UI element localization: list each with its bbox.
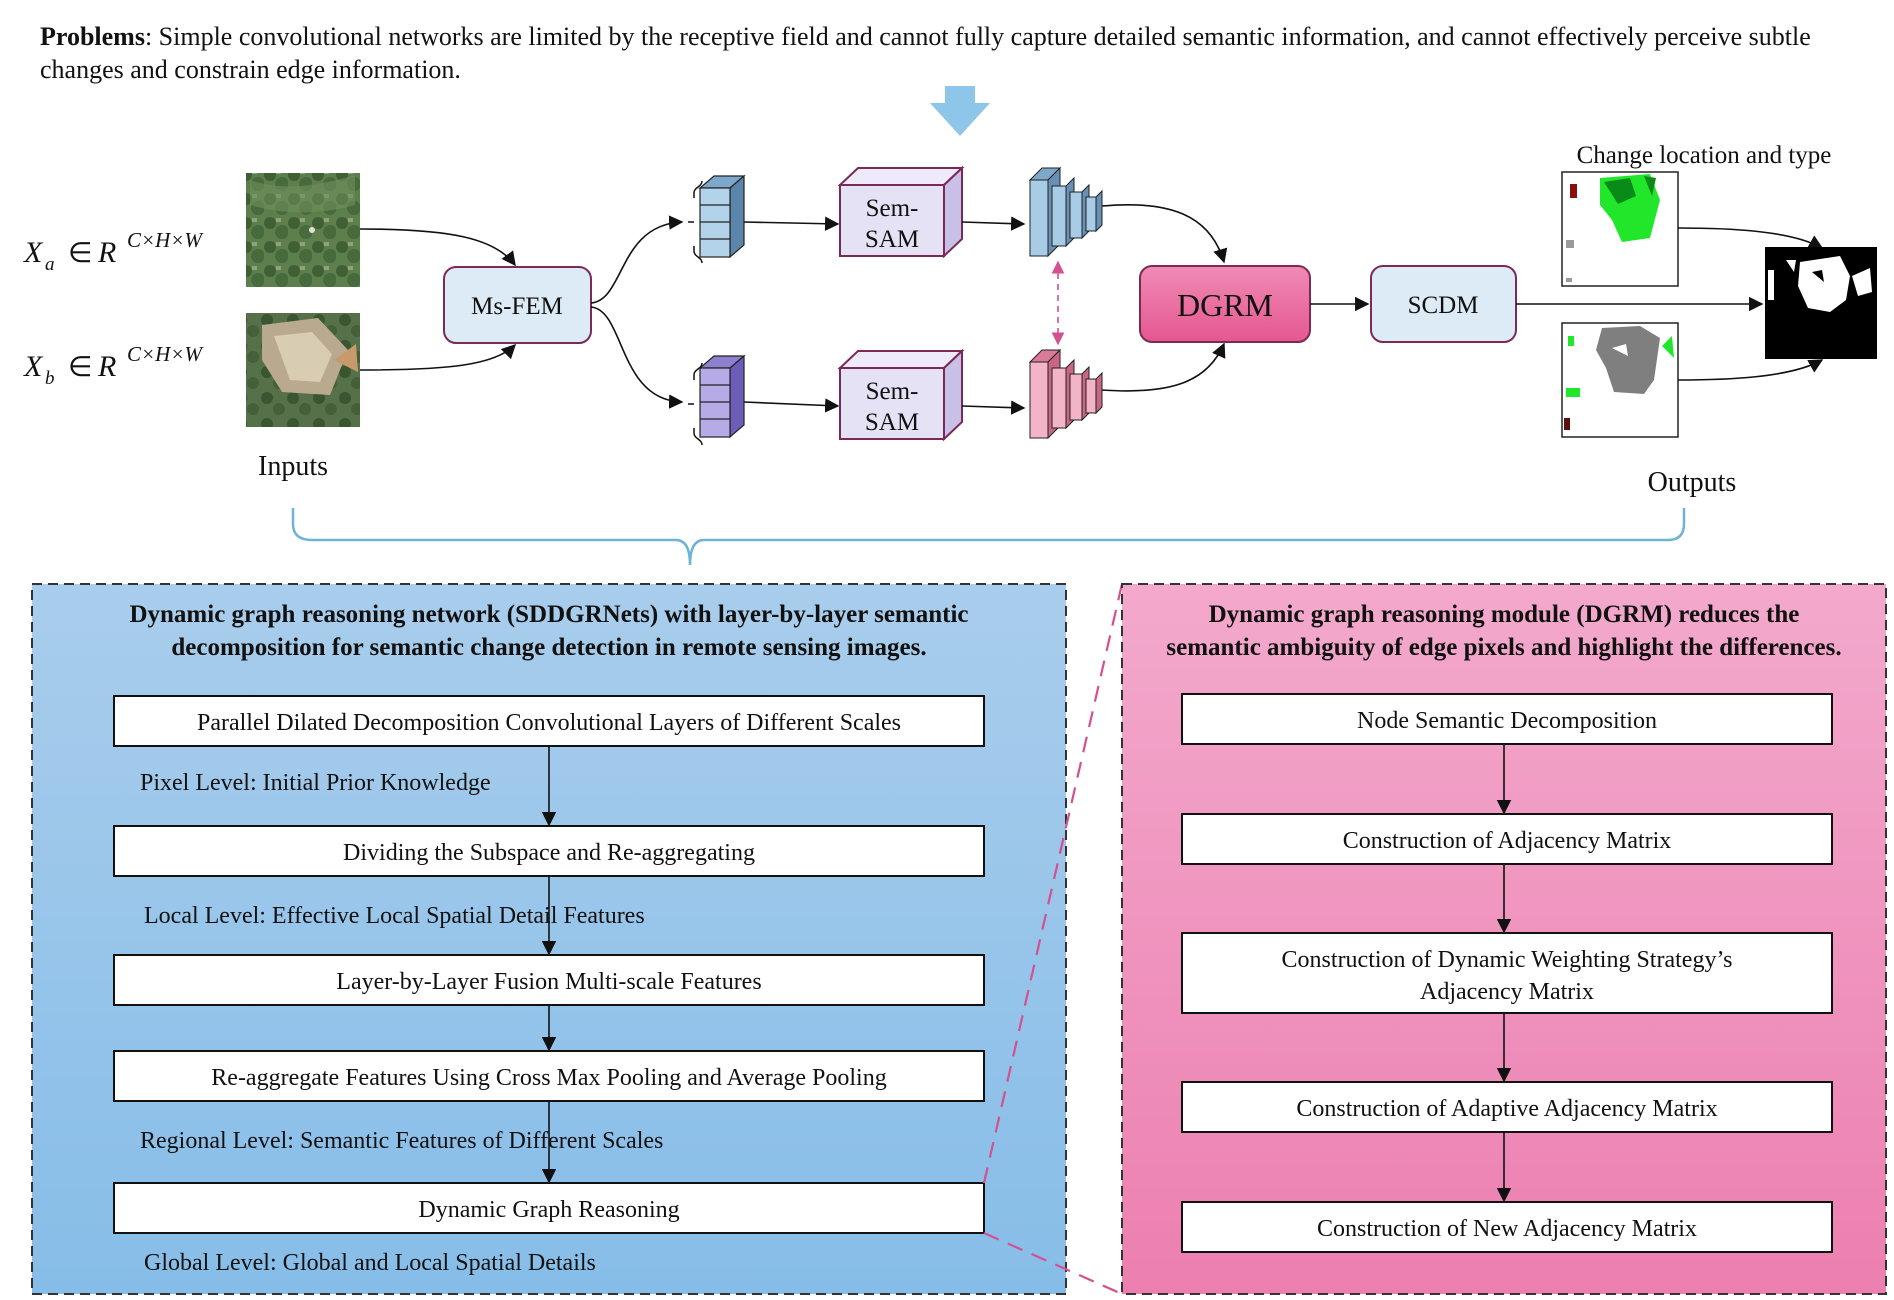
edge-sam-top-to-maps [961, 216, 1026, 231]
left-level-pixel: Pixel Level: Initial Prior Knowledge [140, 770, 491, 796]
edge-top-stack-to-sam [743, 216, 840, 231]
sem-sam-bottom-node: Sem- SAM [837, 348, 965, 442]
overview-brace [291, 508, 1686, 566]
right-step-2: Construction of Adjacency Matrix [1343, 828, 1672, 854]
right-panel-title-line2: semantic ambiguity of edge pixels and hi… [1166, 634, 1841, 661]
xb-sub: b [45, 368, 55, 389]
edge-bottom-stack-to-sam [743, 398, 840, 413]
sem-sam-bottom-line1: Sem- [866, 378, 919, 405]
input-a-formula: X a ∈ R C×H×W [23, 228, 205, 275]
scdm-label: SCDM [1408, 292, 1479, 319]
xb-rel: ∈ [68, 352, 92, 383]
left-step-4-box [113, 1050, 985, 1102]
left-panel-title-line1: Dynamic graph reasoning network (SDDGRNe… [129, 601, 968, 628]
output-semantic-map-b [1561, 322, 1679, 438]
right-panel: Dynamic graph reasoning module (DGRM) re… [1121, 583, 1887, 1295]
edge-input-a-to-msfem [359, 228, 516, 267]
input-image-a [246, 173, 360, 287]
problem-lead: Problems [40, 22, 145, 51]
right-step-1: Node Semantic Decomposition [1357, 708, 1657, 734]
bottom-feature-stack [688, 354, 746, 446]
left-level-local: Local Level: Effective Local Spatial Det… [144, 903, 645, 929]
xa-sub: a [45, 254, 55, 275]
left-level-global: Global Level: Global and Local Spatial D… [144, 1250, 596, 1276]
edge-sam-bottom-to-maps [961, 400, 1026, 415]
xa-rel: ∈ [68, 238, 92, 269]
edge-top-maps-to-dgrm [1101, 203, 1228, 264]
top-feature-stack [688, 174, 746, 264]
problem-text: : Simple convolutional networks are limi… [40, 22, 1811, 84]
dgrm-label: DGRM [1177, 287, 1273, 323]
left-step-3-box [113, 954, 985, 1006]
sem-sam-top-node: Sem- SAM [837, 165, 965, 259]
outputs-caption: Change location and type [1577, 142, 1832, 169]
input-b-formula: X b ∈ R C×H×W [23, 342, 205, 389]
right-panel-title-line1: Dynamic graph reasoning module (DGRM) re… [1209, 601, 1800, 628]
right-step-3-line2: Adjacency Matrix [1420, 979, 1594, 1005]
edge-msfem-to-top-stack [590, 215, 684, 304]
edge-map-a-to-change-mask [1677, 227, 1824, 249]
edge-map-b-to-change-mask [1677, 359, 1824, 381]
scdm-node: SCDM [1370, 265, 1517, 343]
bottom-feature-maps [1028, 348, 1103, 440]
left-step-2: Dividing the Subspace and Re-aggregating [343, 840, 755, 866]
left-step-4: Re-aggregate Features Using Cross Max Po… [211, 1065, 886, 1091]
right-step-5-box [1181, 1201, 1833, 1253]
sem-sam-top-line2: SAM [865, 226, 919, 253]
left-step-1: Parallel Dilated Decomposition Convoluti… [197, 710, 901, 736]
left-level-regional: Regional Level: Semantic Features of Dif… [140, 1128, 663, 1154]
left-step-1-box [113, 695, 985, 747]
left-step-5-box [113, 1182, 985, 1234]
inputs-label: Inputs [258, 451, 328, 482]
right-step-2-box [1181, 813, 1833, 865]
right-step-4: Construction of Adaptive Adjacency Matri… [1296, 1096, 1717, 1122]
xb-sup: C×H×W [127, 342, 205, 366]
left-step-5: Dynamic Graph Reasoning [418, 1197, 679, 1223]
msfem-label: Ms-FEM [471, 293, 563, 320]
right-step-5: Construction of New Adjacency Matrix [1317, 1216, 1697, 1242]
left-step-3: Layer-by-Layer Fusion Multi-scale Featur… [336, 969, 761, 995]
msfem-node: Ms-FEM [443, 266, 592, 344]
left-panel: Dynamic graph reasoning network (SDDGRNe… [31, 583, 1067, 1295]
sem-sam-bottom-line2: SAM [865, 409, 919, 436]
xb-var: X [23, 350, 44, 383]
dgrm-node: DGRM [1139, 265, 1311, 343]
outputs-label: Outputs [1648, 467, 1737, 498]
top-feature-maps [1028, 166, 1103, 258]
xb-set: R [97, 350, 116, 383]
problem-arrow-icon [930, 86, 990, 136]
edge-msfem-to-bottom-stack [590, 306, 684, 409]
xa-set: R [97, 236, 116, 269]
edge-input-b-to-msfem [359, 343, 517, 371]
left-panel-title-line2: decomposition for semantic change detect… [171, 634, 926, 661]
sem-sam-top-line1: Sem- [866, 195, 919, 222]
left-step-2-box [113, 825, 985, 877]
xa-sup: C×H×W [127, 228, 205, 252]
output-semantic-map-a [1561, 171, 1679, 287]
problem-statement: Problems: Simple convolutional networks … [40, 20, 1875, 86]
right-step-4-box [1181, 1081, 1833, 1133]
edge-bottom-maps-to-dgrm [1101, 342, 1226, 392]
input-image-b [246, 313, 360, 427]
right-step-3-box [1181, 932, 1833, 1014]
xa-var: X [23, 236, 44, 269]
right-step-1-box [1181, 693, 1833, 745]
right-step-3-line1: Construction of Dynamic Weighting Strate… [1282, 947, 1733, 973]
output-change-mask [1765, 247, 1877, 359]
